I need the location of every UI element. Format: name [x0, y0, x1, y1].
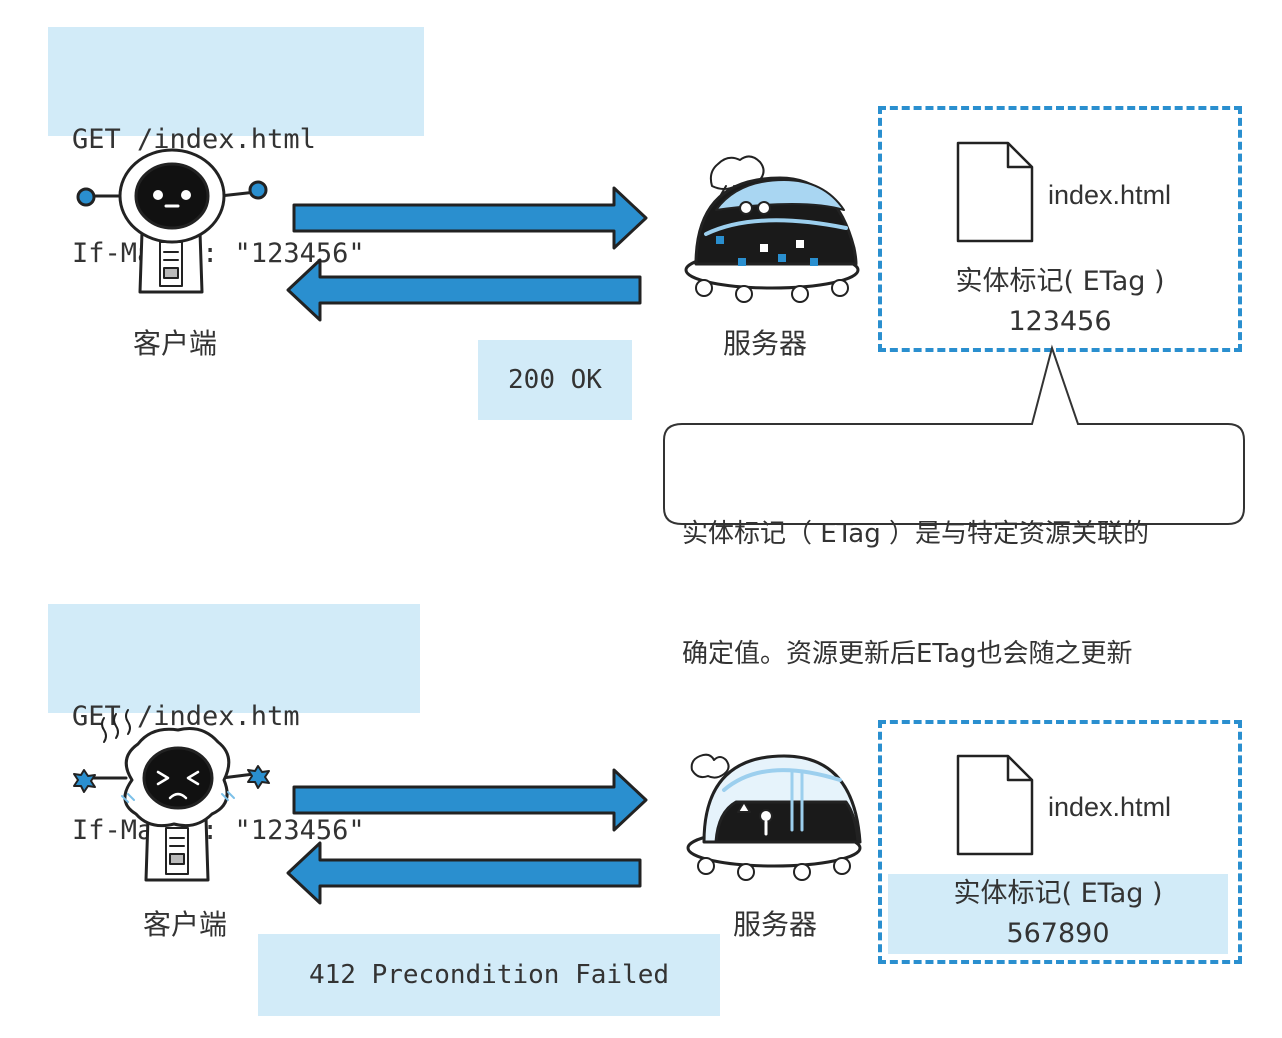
etag-callout-line2: 确定值。资源更新后ETag也会随之更新	[682, 639, 1133, 669]
bottom-response-box: 412 Precondition Failed	[258, 934, 720, 1016]
bottom-server-robot-icon	[686, 753, 862, 881]
top-etag-block: 实体标记( ETag ) 123456	[890, 262, 1230, 342]
top-response-box: 200 OK	[478, 340, 632, 420]
bottom-request-line1: GET /index.htm	[72, 701, 300, 732]
top-request-line2: If-Match: "123456"	[72, 238, 365, 269]
top-server-label: 服务器	[722, 327, 807, 360]
bottom-request-line2: If-Match: "123456"	[72, 815, 365, 846]
etag-callout-text: 实体标记（ ETag ）是与特定资源关联的 确定值。资源更新后ETag也会随之更…	[682, 434, 1149, 714]
bottom-client-label: 客户端	[142, 908, 227, 941]
top-etag-value: 123456	[1008, 306, 1112, 337]
bottom-request-box: GET /index.htm If-Match: "123456"	[48, 604, 420, 846]
top-server-resource-frame	[878, 106, 1242, 352]
bottom-etag-value: 567890	[1006, 918, 1110, 949]
top-response-status: 200 OK	[508, 365, 602, 395]
bottom-file-name: index.html	[1048, 792, 1172, 822]
top-server-robot-icon	[684, 155, 860, 303]
top-etag-label: 实体标记( ETag )	[955, 266, 1165, 297]
bottom-response-status: 412 Precondition Failed	[308, 960, 670, 990]
bottom-etag-label: 实体标记( ETag )	[953, 878, 1163, 909]
bottom-server-label: 服务器	[732, 908, 817, 941]
bottom-etag-block: 实体标记( ETag ) 567890	[888, 874, 1228, 954]
top-file-name: index.html	[1048, 180, 1172, 210]
top-request-box: GET /index.html If-Match: "123456"	[48, 27, 424, 269]
etag-callout-line1: 实体标记（ ETag ）是与特定资源关联的	[682, 519, 1149, 549]
top-client-label: 客户端	[132, 327, 217, 360]
top-request-line1: GET /index.html	[72, 124, 316, 155]
